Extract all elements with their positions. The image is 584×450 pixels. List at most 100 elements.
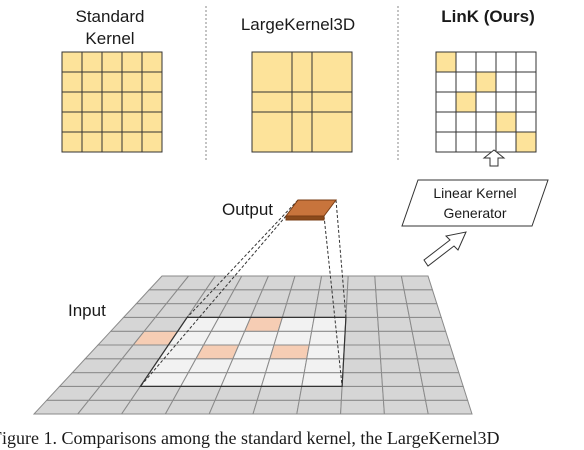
standard-kernel-cell <box>101 51 123 73</box>
link-kernel-cell-active <box>435 51 457 73</box>
link-kernel-cell <box>495 71 517 93</box>
link-kernel-cell-active <box>495 111 517 133</box>
input-cell <box>380 372 424 387</box>
input-window-cell <box>232 344 275 360</box>
link-kernel-cell <box>455 71 477 93</box>
input-window-cell <box>303 358 345 374</box>
input-cell <box>249 303 288 318</box>
up-arrow-icon <box>482 149 506 167</box>
input-cell <box>424 399 473 415</box>
input-window-cell <box>226 358 271 374</box>
link-kernel-cell <box>515 51 537 73</box>
input-cell <box>378 330 416 346</box>
input-cell <box>261 275 296 291</box>
input-window-cell <box>220 372 267 387</box>
standard-kernel-cell <box>81 111 103 133</box>
figure-caption: Figure 1. Comparisons among the standard… <box>0 428 500 448</box>
largekernel3d-title: LargeKernel3D <box>241 15 355 34</box>
standard-kernel-cell <box>61 71 83 93</box>
standard-kernel-cell <box>81 71 103 93</box>
link-kernel-cell <box>495 51 517 73</box>
link-kernel-cell <box>475 51 497 73</box>
standard-kernel-cell <box>101 91 123 113</box>
link-kernel-cell <box>515 111 537 133</box>
input-window-cell <box>202 330 246 346</box>
input-cell <box>414 344 456 360</box>
input-cell <box>379 344 419 360</box>
link-kernel-cell <box>455 111 477 133</box>
input-cell <box>346 289 378 305</box>
projection-lines <box>139 199 347 387</box>
generator-label-line2: Generator <box>443 205 506 221</box>
input-cell <box>403 289 438 305</box>
link-kernel-cell <box>455 51 477 73</box>
standard-kernel-cell <box>121 131 143 153</box>
projection-line <box>186 199 299 318</box>
input-cell <box>375 289 408 305</box>
input-cell-highlighted <box>269 344 310 360</box>
input-cell <box>400 275 434 291</box>
input-window-cell <box>273 330 313 346</box>
input-cell <box>416 358 460 374</box>
output-side <box>285 215 325 221</box>
link-kernel-cell <box>435 111 457 133</box>
input-cell <box>422 385 469 401</box>
input-cell <box>342 358 383 374</box>
link-kernel-grid <box>435 51 537 153</box>
input-cell <box>374 275 405 291</box>
link-kernel-cell <box>435 91 457 113</box>
output-block <box>285 199 337 221</box>
input-window-cell <box>187 358 234 374</box>
input-cell <box>341 372 384 387</box>
output-top <box>285 199 337 217</box>
input-window-cell <box>308 330 346 346</box>
input-window-cell <box>260 372 305 387</box>
standard-kernel-cell <box>81 131 103 153</box>
input-cell <box>296 399 342 415</box>
standard-kernel-cell <box>101 111 123 133</box>
link-kernel-cell-active <box>455 91 477 113</box>
input-cell <box>172 385 222 401</box>
link-kernel-cell <box>495 131 517 153</box>
input-cell <box>382 399 429 415</box>
input-cell <box>214 385 263 401</box>
input-cell <box>285 289 320 305</box>
standard-kernel-title-line2: Kernel <box>85 29 134 48</box>
output-label: Output <box>222 200 273 219</box>
input-cell <box>343 330 381 346</box>
standard-kernel-cell <box>61 131 83 153</box>
link-kernel-cell <box>455 131 477 153</box>
input-cell <box>376 303 411 318</box>
standard-kernel-cell <box>141 131 163 153</box>
largekernel3d-grid <box>251 51 353 153</box>
input-cell <box>408 316 447 332</box>
input-cell <box>411 330 451 346</box>
standard-kernel-cell <box>81 91 103 113</box>
input-window-cell <box>311 316 347 332</box>
standard-kernel-cell <box>141 51 163 73</box>
input-cell <box>318 275 349 291</box>
input-cell <box>345 303 379 318</box>
standard-kernel-cell <box>81 51 103 73</box>
input-window-cell <box>179 372 228 387</box>
input-cell <box>256 385 303 401</box>
projection-line <box>323 215 343 387</box>
generator-label-line1: Linear Kernel <box>433 185 516 201</box>
input-cell <box>313 303 348 318</box>
input-grid <box>32 275 473 415</box>
input-cell <box>344 316 380 332</box>
link-kernel-cell-active <box>515 131 537 153</box>
input-cell <box>346 275 377 291</box>
standard-kernel-cell <box>141 71 163 93</box>
input-label: Input <box>68 301 106 320</box>
input-cell <box>340 399 385 415</box>
input-cell <box>208 399 258 415</box>
standard-kernel-cell <box>121 51 143 73</box>
input-cell <box>381 385 427 401</box>
input-cell <box>298 385 343 401</box>
link-kernel-cell <box>515 71 537 93</box>
input-cell-highlighted <box>195 344 240 360</box>
input-cell <box>380 358 421 374</box>
link-kernel-cell <box>515 91 537 113</box>
